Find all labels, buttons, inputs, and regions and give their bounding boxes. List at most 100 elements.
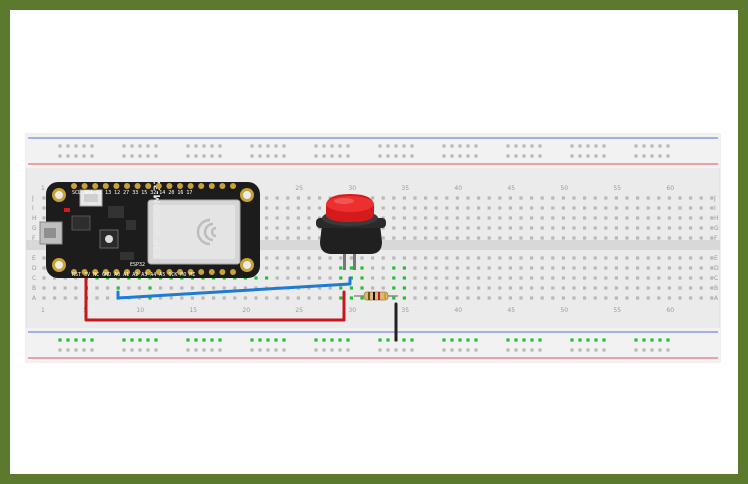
breadboard-hole (307, 276, 311, 280)
breadboard-hole (530, 256, 534, 260)
column-number: 60 (666, 185, 674, 192)
breadboard-hole (296, 236, 300, 240)
breadboard-hole (689, 226, 693, 230)
breadboard-hole (551, 256, 555, 260)
breadboard-hole (593, 256, 597, 260)
breadboard-hole (82, 144, 86, 148)
breadboard-hole (604, 216, 608, 220)
breadboard-hole (466, 338, 470, 342)
row-letter: J (31, 195, 34, 202)
breadboard-hole (286, 216, 290, 220)
breadboard-hole (689, 196, 693, 200)
column-number: 45 (507, 307, 515, 314)
breadboard-hole (710, 276, 714, 280)
column-number: 25 (295, 185, 303, 192)
breadboard-hole (169, 296, 173, 300)
breadboard-hole (522, 338, 526, 342)
breadboard-hole (498, 236, 502, 240)
breadboard-hole (322, 348, 326, 352)
breadboard-hole (657, 216, 661, 220)
breadboard-hole (506, 348, 510, 352)
breadboard-hole (146, 144, 150, 148)
breadboard-hole (137, 286, 141, 290)
breadboard-hole (508, 196, 512, 200)
breadboard-hole (328, 266, 332, 270)
breadboard-hole (561, 196, 565, 200)
breadboard-hole (634, 338, 638, 342)
breadboard-hole (339, 286, 343, 290)
breadboard-hole (634, 144, 638, 148)
breadboard-hole (218, 338, 222, 342)
breadboard-hole (578, 338, 582, 342)
breadboard-hole (445, 296, 449, 300)
breadboard-hole (650, 144, 654, 148)
breadboard-hole (265, 196, 269, 200)
breadboard-hole (307, 226, 311, 230)
breadboard-hole (666, 338, 670, 342)
breadboard-hole (604, 256, 608, 260)
breadboard-hole (642, 154, 646, 158)
breadboard-hole (646, 266, 650, 270)
breadboard-hole (424, 236, 428, 240)
breadboard-hole (275, 236, 279, 240)
breadboard-hole (202, 348, 206, 352)
breadboard-hole (586, 338, 590, 342)
breadboard-hole (572, 286, 576, 290)
breadboard-hole (583, 266, 587, 270)
breadboard-hole (540, 236, 544, 240)
breadboard-hole (434, 226, 438, 230)
breadboard-hole (642, 348, 646, 352)
breadboard-hole (265, 206, 269, 210)
breadboard-hole (74, 296, 78, 300)
breadboard-hole (66, 338, 70, 342)
breadboard-hole (625, 236, 629, 240)
breadboard-hole (583, 276, 587, 280)
breadboard-hole (538, 348, 542, 352)
breadboard-hole (413, 286, 417, 290)
breadboard-hole (477, 256, 481, 260)
breadboard-hole (593, 206, 597, 210)
breadboard-hole (90, 144, 94, 148)
breadboard-hole (561, 276, 565, 280)
breadboard-hole (658, 144, 662, 148)
breadboard-hole (699, 266, 703, 270)
breadboard-hole (307, 216, 311, 220)
column-number: 50 (560, 307, 568, 314)
breadboard-hole (519, 196, 523, 200)
breadboard-hole (180, 286, 184, 290)
breadboard-hole (561, 216, 565, 220)
breadboard-hole (508, 226, 512, 230)
breadboard-hole (650, 154, 654, 158)
breadboard-hole (458, 154, 462, 158)
breadboard-hole (614, 206, 618, 210)
breadboard-hole (657, 226, 661, 230)
column-number: 20 (242, 307, 250, 314)
breadboard-hole (194, 144, 198, 148)
breadboard-hole (394, 144, 398, 148)
breadboard-hole (314, 338, 318, 342)
breadboard-hole (222, 286, 226, 290)
breadboard-hole (678, 196, 682, 200)
row-letter: E (32, 255, 36, 262)
breadboard-hole (593, 296, 597, 300)
header-pin (81, 183, 88, 189)
breadboard-hole (593, 236, 597, 240)
header-pin (113, 269, 120, 275)
breadboard-hole (233, 296, 237, 300)
breadboard-hole (402, 276, 406, 280)
breadboard-hole (689, 286, 693, 290)
column-number: 25 (295, 307, 303, 314)
breadboard-hole (106, 286, 110, 290)
breadboard-hole (519, 256, 523, 260)
breadboard-hole (530, 206, 534, 210)
breadboard-hole (487, 286, 491, 290)
breadboard-hole (636, 256, 640, 260)
module-label: ESP-WROOM-32 (153, 178, 163, 258)
breadboard-hole (583, 256, 587, 260)
breadboard-hole (434, 256, 438, 260)
breadboard-hole (275, 206, 279, 210)
header-pin (208, 269, 215, 275)
breadboard-hole (604, 276, 608, 280)
breadboard-hole (699, 216, 703, 220)
